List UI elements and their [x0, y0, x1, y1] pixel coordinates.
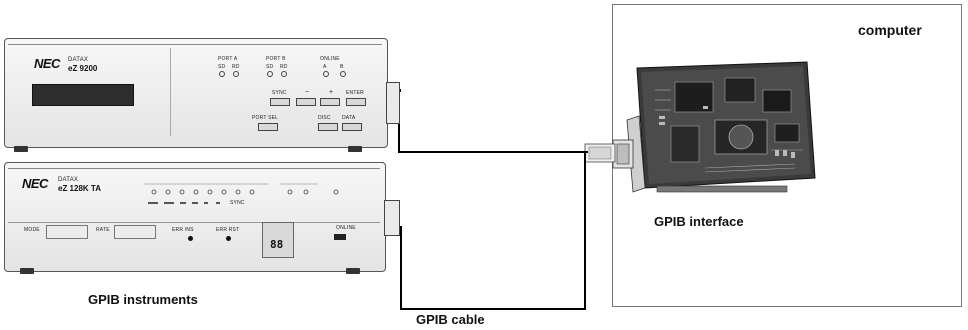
port-sel-button[interactable] [258, 123, 278, 131]
port-b-sd-label: SD [266, 64, 273, 70]
port-a-sd-label: SD [218, 64, 225, 70]
gpib-interface-card [575, 60, 825, 210]
online-b-label: B [340, 64, 344, 70]
err-rst-label: ERR RST [216, 227, 239, 233]
minus-button[interactable] [296, 98, 316, 106]
gpib-cable-label: GPIB cable [416, 312, 485, 327]
port-b-rd-led [281, 71, 287, 77]
instrument-bottom-led-row [140, 180, 380, 220]
mode-label-bottom: MODE [24, 227, 40, 233]
sync-label: SYNC [272, 90, 287, 96]
port-b-rd-label: RD [280, 64, 288, 70]
instrument-bottom-panel-line-2 [8, 222, 380, 223]
instrument-top-maker: DATAX [68, 57, 88, 63]
instrument-top-model: eZ 9200 [68, 65, 97, 73]
err-ins-knob[interactable] [188, 236, 193, 241]
instrument-top-foot-right [348, 146, 362, 152]
computer-label: computer [858, 22, 922, 38]
instrument-top-panel-line [8, 44, 382, 45]
online-label-bottom: ONLINE [336, 225, 356, 231]
port-sel-label: PORT SEL [252, 115, 278, 121]
cable-top-horizontal-2 [398, 151, 588, 153]
mode-display: 88 [270, 238, 283, 251]
gpib-instruments-label: GPIB instruments [88, 292, 198, 307]
minus-label: − [305, 89, 309, 96]
rate-selector[interactable] [114, 225, 156, 239]
err-rst-knob[interactable] [226, 236, 231, 241]
disc-button[interactable] [318, 123, 338, 131]
plus-button[interactable] [320, 98, 340, 106]
cable-bottom-horizontal [400, 308, 586, 310]
port-a-rd-label: RD [232, 64, 240, 70]
cable-bottom-vertical-2 [584, 153, 586, 310]
instrument-bottom-model: eZ 128K TA [58, 185, 101, 193]
instrument-top-gpib-connector [386, 82, 400, 124]
online-label: ONLINE [320, 56, 340, 62]
instrument-top-brand: NEC [34, 56, 60, 71]
port-b-label: PORT B [266, 56, 286, 62]
online-b-led [340, 71, 346, 77]
plus-label: + [329, 89, 333, 96]
instrument-bottom-panel-line [8, 168, 380, 169]
rate-label: RATE [96, 227, 110, 233]
instrument-bottom-gpib-connector [384, 200, 400, 236]
instrument-top-panel-divider [170, 48, 171, 136]
instrument-top-display [32, 84, 134, 106]
port-a-rd-led [233, 71, 239, 77]
instrument-bottom-foot-right [346, 268, 360, 274]
gpib-interface-label: GPIB interface [654, 214, 744, 229]
online-toggle[interactable] [334, 234, 346, 240]
online-a-led [323, 71, 329, 77]
instrument-bottom-maker: DATAX [58, 177, 78, 183]
err-ins-label: ERR INS [172, 227, 194, 233]
instrument-bottom-brand: NEC [22, 176, 48, 191]
sync-button[interactable] [270, 98, 290, 106]
disc-label: DISC [318, 115, 331, 121]
data-button[interactable] [342, 123, 362, 131]
mode-selector[interactable] [46, 225, 88, 239]
data-label: DATA [342, 115, 355, 121]
port-a-label: PORT A [218, 56, 237, 62]
enter-label: ENTER [346, 90, 364, 96]
port-a-sd-led [219, 71, 225, 77]
instrument-bottom-foot-left [20, 268, 34, 274]
instrument-top-foot-left [14, 146, 28, 152]
port-b-sd-led [267, 71, 273, 77]
enter-button[interactable] [346, 98, 366, 106]
online-a-label: A [323, 64, 327, 70]
cable-bottom-vertical-1 [400, 226, 402, 310]
sync-label-bottom: SYNC [230, 200, 245, 206]
